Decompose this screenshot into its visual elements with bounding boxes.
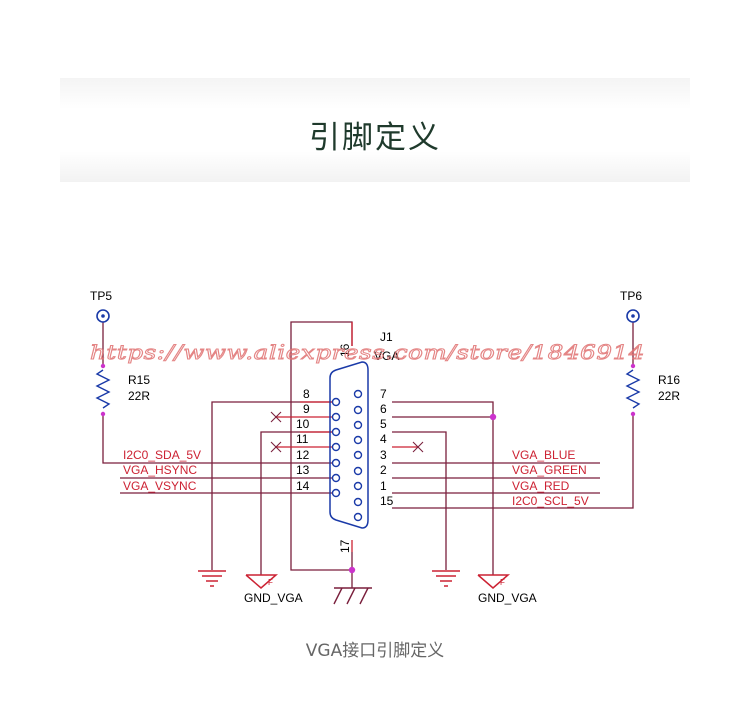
tp6-label: TP6 <box>620 289 642 303</box>
r16-ref: R16 <box>658 373 680 387</box>
connector-ref: J1 <box>380 330 393 344</box>
pin-4: 4 <box>380 432 387 446</box>
title-band <box>60 78 690 182</box>
shell-pin-top: 16 <box>338 343 352 357</box>
pin-8: 8 <box>303 387 310 401</box>
gnd-flag-right: F <box>500 578 505 587</box>
wires <box>102 321 634 588</box>
pin-3: 3 <box>380 448 387 462</box>
pin-12: 12 <box>296 448 310 462</box>
net-i2c0-sda: I2C0_SDA_5V <box>123 448 201 462</box>
page-title: 引脚定义 <box>309 120 441 156</box>
net-vga-vsync: VGA_VSYNC <box>123 479 197 493</box>
tp6-icon <box>626 309 640 323</box>
pin-14: 14 <box>296 479 310 493</box>
gnd-vga-flag-icons <box>245 574 511 589</box>
chassis-ground-icon <box>333 587 372 605</box>
net-vga-blue: VGA_BLUE <box>512 448 575 462</box>
r15-ref: R15 <box>128 373 150 387</box>
signal-nets <box>120 462 600 509</box>
testpoint-symbols <box>96 309 640 323</box>
pin-2: 2 <box>380 463 387 477</box>
r16-resistor-icon <box>625 369 641 409</box>
r16-value: 22R <box>658 389 680 403</box>
net-labels: I2C0_SDA_5V VGA_HSYNC VGA_VSYNC VGA_BLUE… <box>123 448 589 508</box>
pin-15: 15 <box>380 494 394 508</box>
gnd-flag-left: F <box>268 578 273 587</box>
pin-6: 6 <box>380 402 387 416</box>
tp5-icon <box>96 309 110 323</box>
figure-caption: VGA接口引脚定义 <box>305 641 445 661</box>
pin-11: 11 <box>296 432 309 446</box>
pin-5: 5 <box>380 417 387 431</box>
net-i2c0-scl: I2C0_SCL_5V <box>512 494 589 508</box>
pin-13: 13 <box>296 463 310 477</box>
pin-9: 9 <box>303 402 310 416</box>
connector-pins <box>331 389 363 522</box>
pin-10: 10 <box>296 417 310 431</box>
gnd-vga-label-right: GND_VGA <box>478 591 537 605</box>
pin-numbers: 8 9 10 11 12 13 14 7 6 5 4 3 2 1 15 <box>296 387 394 508</box>
earth-ground-icons <box>198 570 460 587</box>
watermark: https://www.aliexpress.com/store/1846914 <box>90 340 645 364</box>
gnd-vga-label-left: GND_VGA <box>244 591 303 605</box>
tp5-label: TP5 <box>90 289 112 303</box>
net-vga-green: VGA_GREEN <box>512 463 587 477</box>
pin-stubs <box>276 322 418 448</box>
junctions <box>100 363 636 574</box>
connector-value: VGA <box>374 349 399 363</box>
connector-body <box>329 361 369 529</box>
r15-resistor-icon <box>95 369 111 409</box>
r15-value: 22R <box>128 389 150 403</box>
no-connect-marks <box>270 411 424 453</box>
pin-7: 7 <box>380 387 387 401</box>
testpoint-centers <box>101 314 635 318</box>
net-vga-red: VGA_RED <box>512 479 570 493</box>
pin-1: 1 <box>380 479 387 493</box>
net-vga-hsync: VGA_HSYNC <box>123 463 197 477</box>
shell-pin-bottom: 17 <box>338 539 352 553</box>
